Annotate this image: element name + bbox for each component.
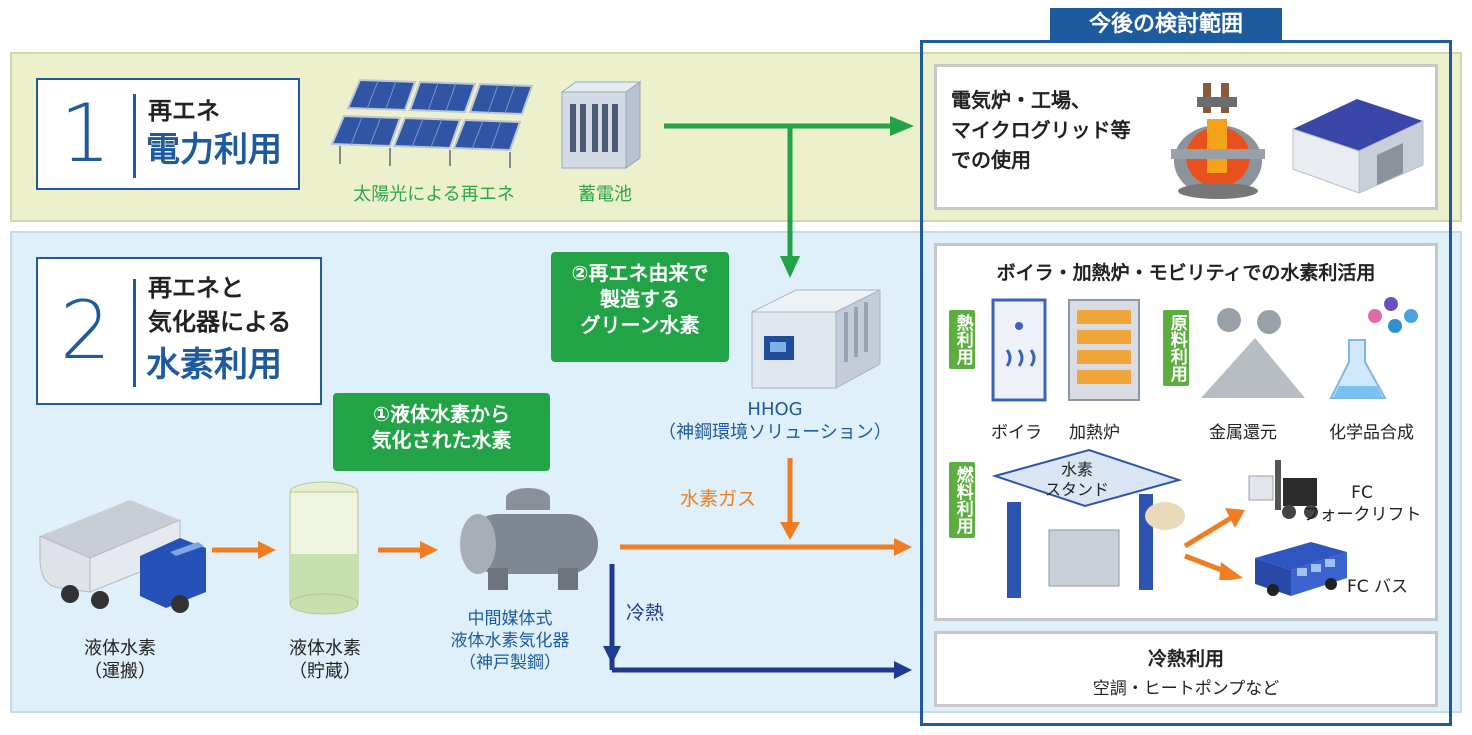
row1-line2: 電力利用 <box>146 130 282 170</box>
factory-use-line3: での使用 <box>951 148 1031 172</box>
chemical-synthesis-label: 化学品合成 <box>1329 423 1414 443</box>
tank-caption-line2: （貯蔵） <box>289 660 361 682</box>
hydrogen-gas-label: 水素ガス <box>680 488 757 510</box>
hydrogen-station-line1: 水素 <box>1061 460 1094 479</box>
cold-energy-sub: 空調・ヒートポンプなど <box>1092 679 1280 699</box>
fc-forklift-line2: フォークリフト <box>1302 505 1422 526</box>
hydrogen-station-icon <box>991 448 1185 598</box>
chemical-synthesis-icon <box>1329 297 1418 399</box>
fuel-use-tag-text: 燃料利用 <box>952 466 973 534</box>
tank-caption: 液体水素 （貯蔵） <box>265 638 385 683</box>
boiler-icon <box>991 298 1047 402</box>
heating-furnace-label: 加熱炉 <box>1069 423 1120 443</box>
hhog-caption: HHOG （神鋼環境ソリューション） <box>640 398 910 445</box>
heat-use-tag: 熱利用 <box>949 310 975 369</box>
liquid-hydrogen-callout: ①液体水素から 気化された水素 <box>333 393 550 471</box>
factory-use-line2: マイクログリッド等 <box>951 118 1131 142</box>
fc-bus-label: FC バス <box>1347 577 1409 597</box>
power-flow-arrows <box>664 116 914 278</box>
row1-line1: 再エネ <box>148 97 220 125</box>
battery-illustration <box>560 81 642 169</box>
row1-number: 1 <box>60 87 111 180</box>
fuel-use-tag: 燃料利用 <box>949 462 975 538</box>
material-use-tag: 原料利用 <box>1163 310 1189 386</box>
cold-energy-label: 冷熱 <box>626 602 665 624</box>
fc-forklift-icon <box>1248 460 1318 519</box>
vaporizer-caption-line2: 液体水素気化器 <box>450 631 570 652</box>
cold-energy-title: 冷熱利用 <box>1147 648 1224 670</box>
row2-label-box: 2 再エネと 気化器による 水素利用 <box>36 257 322 405</box>
hhog-unit-illustration <box>751 289 881 389</box>
hydrogen-flow-arrows <box>212 458 912 679</box>
electric-furnace-icon <box>1171 83 1265 199</box>
row2-number: 2 <box>60 284 111 377</box>
storage-tank-illustration <box>289 481 359 615</box>
liquid-hydrogen-line2: 気化された水素 <box>371 428 512 452</box>
metal-reduction-label: 金属還元 <box>1209 423 1277 443</box>
vaporizer-caption-line1: 中間媒体式 <box>467 609 553 629</box>
row2-line1: 再エネと <box>148 274 244 302</box>
vaporizer-caption: 中間媒体式 液体水素気化器 （神戸製鋼） <box>420 608 600 674</box>
truck-caption-line2: （運搬） <box>84 660 156 682</box>
fc-forklift-line1: FC <box>1351 483 1373 503</box>
green-hydrogen-line1: ②再エネ由来で <box>571 261 709 285</box>
hydrogen-station-label: 水素 スタンド <box>1045 460 1109 500</box>
truck-caption: 液体水素 （運搬） <box>60 638 180 683</box>
hydrogen-use-panel: ボイラ・加熱炉・モビリティでの水素利活用 熱利用 ボイラ 加熱炉 原料利用 金属… <box>934 243 1438 621</box>
green-hydrogen-line3: グリーン水素 <box>580 313 700 337</box>
row1-divider <box>133 94 136 178</box>
heating-furnace-icon <box>1068 299 1140 401</box>
metal-reduction-icon <box>1201 308 1305 398</box>
tanker-truck-illustration <box>39 500 206 613</box>
future-scope-title: 今後の検討範囲 <box>1050 8 1282 42</box>
cold-energy-panel: 冷熱利用 空調・ヒートポンプなど <box>934 631 1438 707</box>
vaporizer-illustration <box>460 488 598 590</box>
factory-icon <box>1292 99 1424 194</box>
truck-caption-line1: 液体水素 <box>84 638 156 659</box>
factory-use-line1: 電気炉・工場、 <box>951 88 1091 112</box>
hhog-sub: （神鋼環境ソリューション） <box>658 422 892 444</box>
green-hydrogen-callout: ②再エネ由来で 製造する グリーン水素 <box>551 252 729 362</box>
hydrogen-use-title: ボイラ・加熱炉・モビリティでの水素利活用 <box>996 262 1376 284</box>
hhog-name: HHOG <box>747 399 803 420</box>
station-to-vehicles-arrows <box>1183 508 1245 580</box>
row1-label-box: 1 再エネ 電力利用 <box>36 78 300 190</box>
row2-line3: 水素利用 <box>146 345 282 385</box>
material-use-tag-text: 原料利用 <box>1166 314 1187 382</box>
tank-caption-line1: 液体水素 <box>289 638 361 659</box>
row2-divider <box>133 279 136 387</box>
vaporizer-caption-line3: （神戸製鋼） <box>459 653 561 674</box>
fc-bus-icon <box>1255 542 1347 596</box>
station-brand-label: KOBELCO <box>1019 501 1029 544</box>
heat-use-tag-text: 熱利用 <box>952 314 973 365</box>
solar-caption: 太陽光による再エネ <box>353 184 515 205</box>
factory-use-text: 電気炉・工場、 マイクログリッド等 での使用 <box>951 85 1131 175</box>
fc-forklift-label: FC フォークリフト <box>1297 482 1427 526</box>
battery-caption: 蓄電池 <box>578 184 632 205</box>
row2-line2: 気化器による <box>148 308 292 336</box>
factory-use-panel: 電気炉・工場、 マイクログリッド等 での使用 <box>934 64 1438 210</box>
green-hydrogen-line2: 製造する <box>600 287 680 311</box>
hydrogen-station-line2: スタンド <box>1045 480 1110 499</box>
liquid-hydrogen-line1: ①液体水素から <box>373 402 510 426</box>
boiler-label: ボイラ <box>991 423 1042 443</box>
solar-panels-illustration <box>330 78 534 168</box>
